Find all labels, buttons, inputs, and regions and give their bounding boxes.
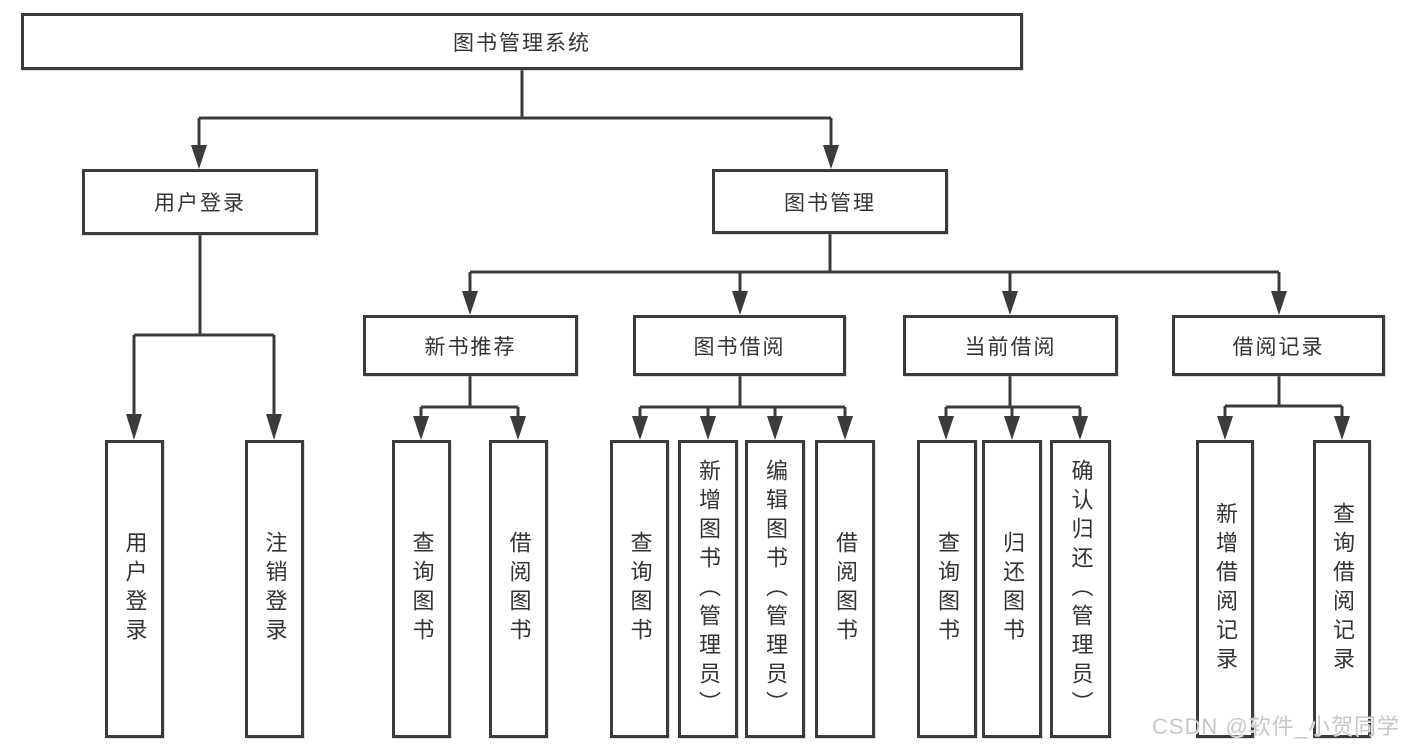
- leaf-label: 借阅图书: [506, 531, 532, 647]
- leaf-label: 查询图书: [409, 531, 435, 647]
- node-book-borrow: 图书借阅: [633, 315, 846, 376]
- leaf-logout: 注销登录: [245, 440, 304, 738]
- leaf-label: 查询图书: [627, 531, 653, 647]
- leaf-borrow-books: 借阅图书: [815, 440, 875, 738]
- leaf-label: 注销登录: [262, 531, 288, 647]
- leaf-label: 新增图书（管理员）: [696, 458, 721, 720]
- leaf-return-books: 归还图书: [982, 440, 1042, 738]
- csdn-watermark: CSDN @软件_小贺同学: [1151, 714, 1400, 739]
- node-borrow-records: 借阅记录: [1172, 315, 1385, 376]
- leaf-confirm-return-admin: 确认归还（管理员）: [1050, 440, 1111, 738]
- leaf-label: 新增借阅记录: [1213, 502, 1238, 676]
- leaf-query-borrow-record: 查询借阅记录: [1313, 440, 1371, 738]
- leaf-edit-books-admin: 编辑图书（管理员）: [745, 440, 805, 738]
- node-book-management: 图书管理: [712, 169, 948, 234]
- leaf-add-borrow-record: 新增借阅记录: [1196, 440, 1254, 738]
- node-new-book-recommend: 新书推荐: [363, 315, 578, 376]
- leaf-query-books-current: 查询图书: [917, 440, 977, 738]
- node-user-login: 用户登录: [82, 169, 318, 235]
- leaf-label: 借阅图书: [833, 531, 858, 647]
- leaf-label: 编辑图书（管理员）: [763, 458, 788, 720]
- leaf-label: 用户登录: [122, 531, 148, 647]
- leaf-label: 归还图书: [1000, 531, 1025, 647]
- leaf-user-login: 用户登录: [105, 440, 164, 738]
- leaf-label: 查询图书: [935, 531, 960, 647]
- leaf-borrow-books-recommend: 借阅图书: [489, 440, 548, 738]
- leaf-label: 确认归还（管理员）: [1068, 458, 1094, 720]
- leaf-query-books-recommend: 查询图书: [392, 440, 451, 738]
- node-current-borrow: 当前借阅: [903, 315, 1118, 376]
- node-root-system: 图书管理系统: [21, 13, 1023, 70]
- leaf-add-books-admin: 新增图书（管理员）: [678, 440, 738, 738]
- leaf-query-books-borrow: 查询图书: [610, 440, 669, 738]
- leaf-label: 查询借阅记录: [1330, 502, 1355, 676]
